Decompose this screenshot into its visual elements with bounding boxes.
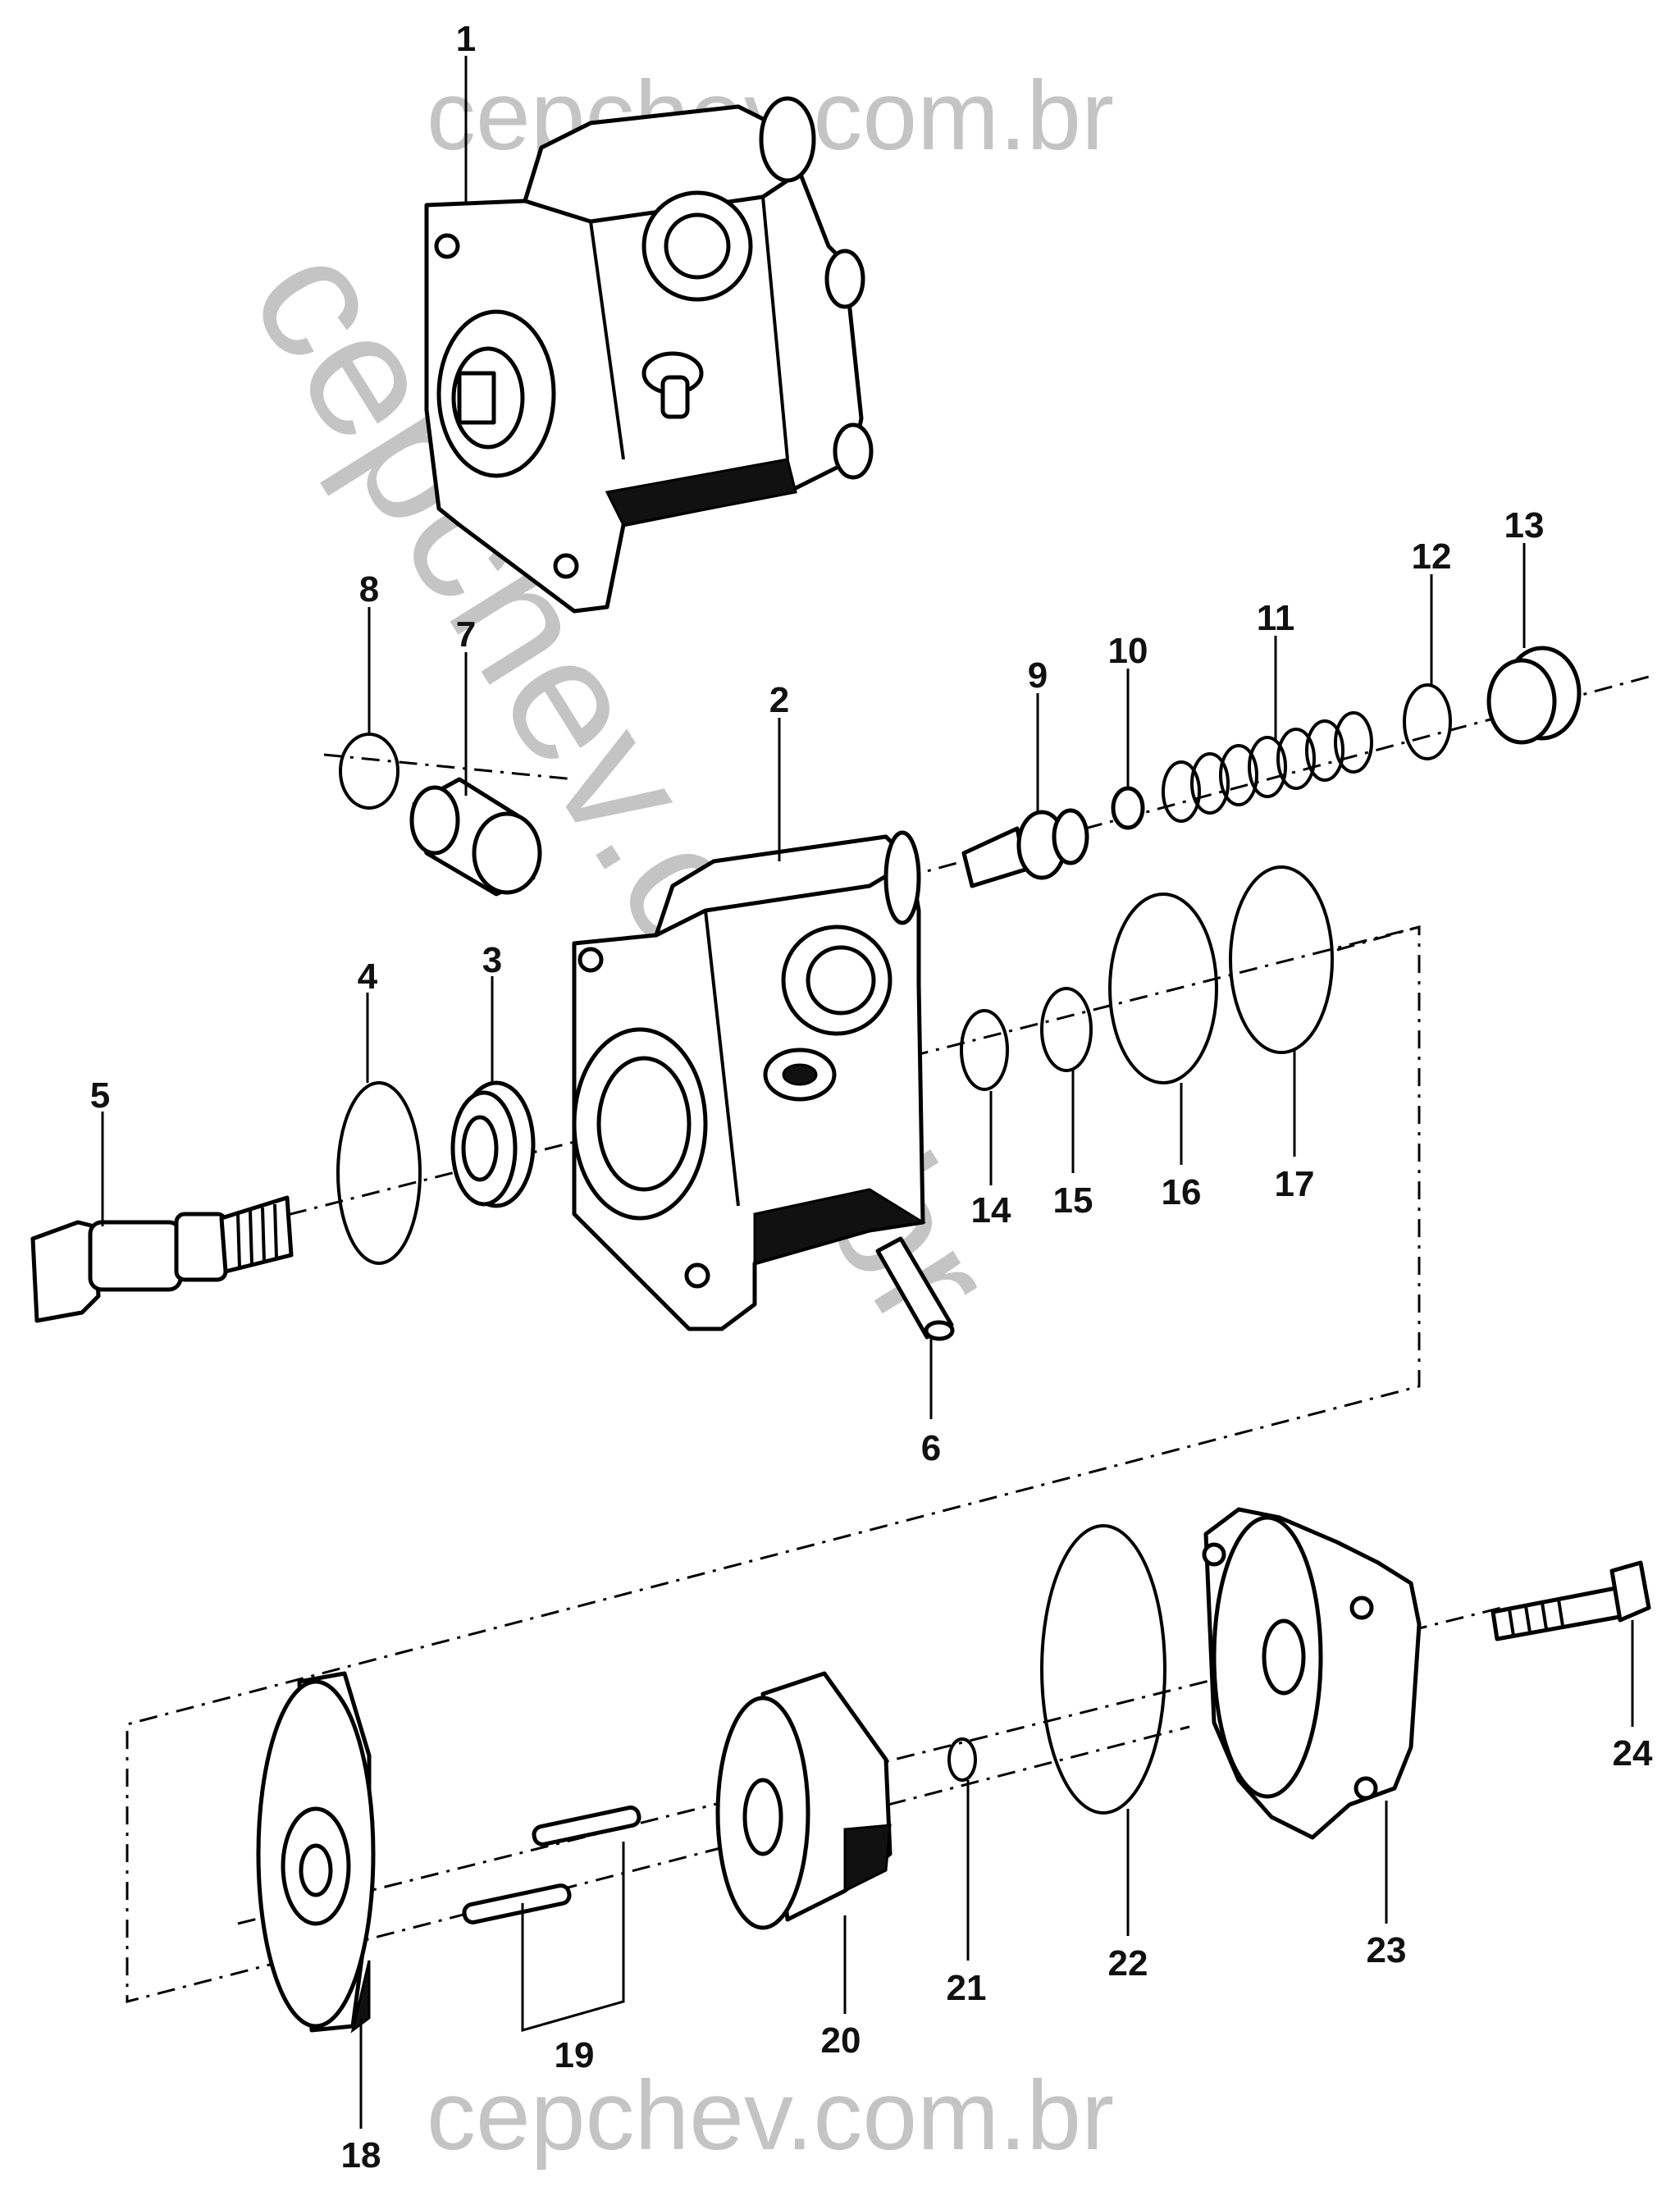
rotor-part-20 xyxy=(715,1671,892,1930)
shaft-part-5 xyxy=(30,1195,294,1323)
callout-18: 18 xyxy=(341,2135,381,2175)
o-ring-part-16 xyxy=(1108,892,1218,1084)
pump-body-part-2 xyxy=(572,830,927,1331)
fitting-part-7 xyxy=(409,777,542,897)
ring-part-21 xyxy=(947,1737,977,1782)
pins-part-19 xyxy=(462,1806,641,1924)
plug-part-13 xyxy=(1486,646,1582,745)
o-ring-part-8 xyxy=(339,733,399,810)
ring-part-14 xyxy=(960,1009,1009,1091)
callout-17: 17 xyxy=(1275,1164,1315,1204)
callout-16: 16 xyxy=(1162,1172,1202,1212)
bolt-part-24 xyxy=(1491,1560,1651,1641)
callout-4: 4 xyxy=(358,956,378,997)
callout-23: 23 xyxy=(1367,1930,1407,1970)
watermark-bottom: cepchev.com.br xyxy=(427,2061,1114,2171)
callout-9: 9 xyxy=(1028,655,1048,696)
valve-part-9 xyxy=(961,808,1089,888)
callout-20: 20 xyxy=(821,2020,861,2061)
callout-22: 22 xyxy=(1108,1943,1148,1984)
ring-part-15 xyxy=(1040,987,1093,1072)
callout-numbers: 1 2 3 4 5 6 7 8 9 10 11 12 13 14 15 16 1… xyxy=(90,19,1653,2175)
cover-part-23 xyxy=(1202,1507,1422,1840)
callout-14: 14 xyxy=(971,1190,1011,1230)
callout-8: 8 xyxy=(359,569,379,609)
leader-lines xyxy=(101,56,1634,2129)
washer-part-10 xyxy=(1111,786,1145,830)
pin-part-6 xyxy=(875,1236,955,1341)
callout-13: 13 xyxy=(1504,505,1545,546)
spring-part-11 xyxy=(1162,711,1373,823)
callout-11: 11 xyxy=(1257,598,1295,638)
callout-15: 15 xyxy=(1053,1180,1093,1221)
o-ring-part-22 xyxy=(1040,1524,1166,1815)
callout-2: 2 xyxy=(769,680,789,720)
end-plate-part-18 xyxy=(256,1671,376,2034)
callout-10: 10 xyxy=(1108,631,1148,671)
callout-7: 7 xyxy=(456,614,476,655)
callout-1: 1 xyxy=(456,19,476,59)
callout-12: 12 xyxy=(1412,536,1452,577)
callout-21: 21 xyxy=(947,1968,987,2008)
callout-5: 5 xyxy=(90,1075,110,1116)
callout-3: 3 xyxy=(482,940,502,980)
callout-6: 6 xyxy=(921,1428,941,1468)
pump-assembly-part-1 xyxy=(424,96,874,614)
callout-19: 19 xyxy=(555,2035,595,2075)
o-ring-part-17 xyxy=(1229,865,1334,1054)
o-ring-part-4 xyxy=(336,1081,422,1265)
ring-part-12 xyxy=(1403,683,1452,760)
callout-24: 24 xyxy=(1613,1733,1653,1774)
seal-part-3 xyxy=(450,1080,536,1208)
